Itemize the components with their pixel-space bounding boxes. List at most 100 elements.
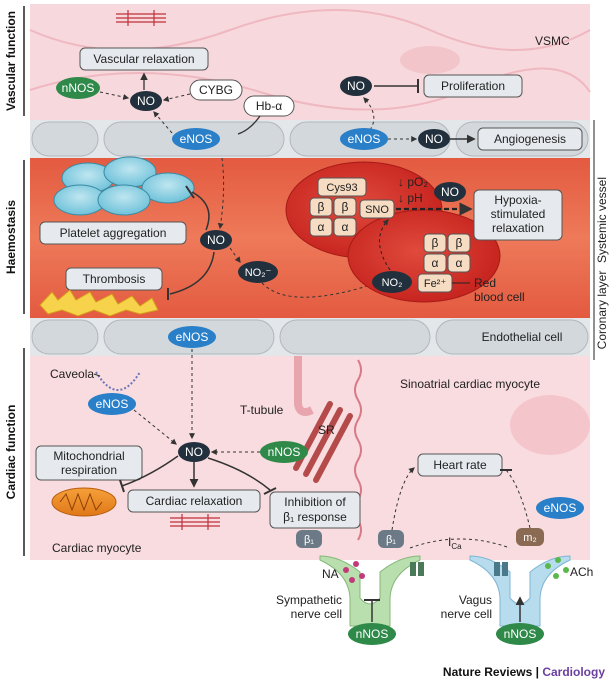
- journal-footer: Nature Reviews | Cardiology: [443, 665, 605, 679]
- no-node-cardiac: NO: [178, 442, 210, 462]
- inhibition-beta1-box: Inhibition of β₁ response: [269, 491, 361, 529]
- sympathetic-label-line2: nerve cell: [291, 607, 342, 621]
- hypoxia-line1: Hypoxia-: [494, 193, 541, 207]
- ph-label: ↓ pH: [398, 191, 423, 205]
- svg-text:α: α: [456, 256, 463, 270]
- na-label: NA: [322, 567, 339, 581]
- inhibition-line1: Inhibition of: [284, 495, 346, 509]
- section-haemostasis: Haemostasis: [4, 200, 18, 274]
- svg-text:α: α: [432, 256, 439, 270]
- platelet-aggregation-box: Platelet aggregation: [39, 221, 187, 245]
- sarcomere-icon: [116, 10, 166, 26]
- inhibition-line2: β₁ response: [283, 510, 347, 524]
- thrombosis-clot-icon: [39, 289, 159, 317]
- svg-text:α: α: [342, 220, 349, 234]
- svg-text:Fe²⁺: Fe²⁺: [424, 278, 447, 290]
- beta1-receptor-left: β₁: [296, 530, 322, 548]
- hypoxia-relaxation-box: Hypoxia- stimulated relaxation: [473, 189, 563, 241]
- label-coronary-layer: Coronary layer: [595, 271, 609, 350]
- rbc-label-line2: blood cell: [474, 290, 525, 304]
- cardiac-relaxation-box: Cardiac relaxation: [127, 489, 261, 513]
- svg-text:NO₂: NO₂: [382, 277, 403, 289]
- svg-text:β: β: [432, 236, 439, 250]
- heart-rate-box: Heart rate: [417, 453, 503, 477]
- label-vsmc: VSMC: [535, 34, 570, 48]
- vagus-label-line1: Vagus: [459, 593, 492, 607]
- vagus-label-line2: nerve cell: [441, 607, 492, 621]
- svg-text:Angiogenesis: Angiogenesis: [494, 132, 566, 146]
- svg-text:β₁: β₁: [304, 534, 314, 546]
- svg-text:Platelet aggregation: Platelet aggregation: [60, 226, 167, 240]
- svg-text:nNOS: nNOS: [268, 445, 301, 459]
- svg-text:NO: NO: [185, 445, 203, 459]
- nnos-node-vagus: nNOS: [496, 623, 544, 645]
- svg-text:α: α: [318, 220, 325, 234]
- mitochondrial-respiration-box: Mitochondrial respiration: [35, 445, 143, 481]
- caveola-label: Caveola: [50, 367, 94, 381]
- enos-node-cardiac-top: eNOS: [168, 326, 216, 348]
- svg-text:nNOS: nNOS: [504, 627, 537, 641]
- enos-node-angiogenesis: eNOS: [340, 128, 388, 150]
- mitochondrion-icon: [51, 487, 117, 517]
- section-cardiac: Cardiac function: [4, 405, 18, 500]
- svg-text:NO: NO: [441, 185, 459, 199]
- ica-label: ICa: [448, 535, 462, 551]
- mito-line2: respiration: [61, 463, 117, 477]
- svg-text:SNO: SNO: [365, 204, 389, 216]
- no-node-rbc: NO: [434, 182, 466, 202]
- enos-node-sinoatrial: eNOS: [536, 497, 584, 519]
- sarcomere-icon-cardiac: [170, 514, 220, 530]
- svg-text:eNOS: eNOS: [348, 132, 381, 146]
- caveola-icon: [95, 371, 141, 391]
- label-systemic-vessel: Systemic vessel: [595, 177, 609, 263]
- fe-box: Fe²⁺: [417, 273, 453, 293]
- svg-text:Heart rate: Heart rate: [433, 458, 487, 472]
- svg-text:NO₂⁻: NO₂⁻: [245, 267, 272, 279]
- acetylcholine-vesicles: [545, 557, 569, 579]
- svg-text:m₂: m₂: [523, 532, 536, 544]
- svg-text:NO: NO: [347, 79, 365, 93]
- no-node-haemostasis: NO: [200, 230, 232, 250]
- svg-text:NO: NO: [207, 233, 225, 247]
- sympathetic-label-line1: Sympathetic: [276, 593, 342, 607]
- vascular-relaxation-box: Vascular relaxation: [79, 47, 209, 71]
- nnos-node-sympathetic: nNOS: [348, 623, 396, 645]
- rbc-label-line1: Red: [474, 276, 496, 290]
- journal-name: Nature Reviews: [442, 665, 533, 679]
- svg-text:eNOS: eNOS: [176, 330, 209, 344]
- ion-channel-right: [494, 562, 508, 576]
- enos-node-caveola: eNOS: [88, 393, 136, 415]
- noradrenaline-vesicles: [343, 561, 365, 583]
- cybg-box: CYBG: [189, 79, 243, 101]
- nitrite-node: NO₂⁻: [238, 261, 278, 283]
- section-vascular: Vascular function: [4, 11, 18, 111]
- svg-text:Cardiac relaxation: Cardiac relaxation: [146, 494, 243, 508]
- svg-text:Hb-α: Hb-α: [256, 99, 282, 113]
- enos-node-vascular-left: eNOS: [172, 128, 220, 150]
- svg-text:Thrombosis: Thrombosis: [83, 272, 146, 286]
- svg-text:β₁: β₁: [386, 534, 396, 546]
- svg-text:β: β: [456, 236, 463, 250]
- nnos-node-vascular: nNOS: [56, 77, 100, 99]
- no-node-angiogenesis: NO: [418, 129, 450, 149]
- cardiac-myocyte-label: Cardiac myocyte: [52, 541, 142, 555]
- t-tubule-label: T-tubule: [240, 403, 284, 417]
- po2-label: ↓ pO₂: [398, 175, 428, 189]
- hemoglobin-subunits-lower: β β α α: [423, 233, 471, 273]
- svg-text:eNOS: eNOS: [96, 397, 129, 411]
- svg-text:β: β: [342, 200, 349, 214]
- no2-node-rbc: NO₂: [372, 271, 412, 293]
- svg-text:eNOS: eNOS: [180, 132, 213, 146]
- proliferation-box: Proliferation: [423, 74, 523, 98]
- svg-text:Cys93: Cys93: [326, 182, 357, 194]
- sno-box: SNO: [359, 199, 395, 219]
- sympathetic-nerve-cell: [319, 555, 421, 627]
- svg-text:nNOS: nNOS: [356, 627, 389, 641]
- svg-text:NO: NO: [137, 94, 155, 108]
- mito-line1: Mitochondrial: [53, 449, 124, 463]
- hypoxia-line2: stimulated: [491, 207, 546, 221]
- hemoglobin-subunits-upper: β β α α: [309, 197, 357, 237]
- svg-text:CYBG: CYBG: [199, 83, 233, 97]
- ion-channel-left: [410, 562, 424, 576]
